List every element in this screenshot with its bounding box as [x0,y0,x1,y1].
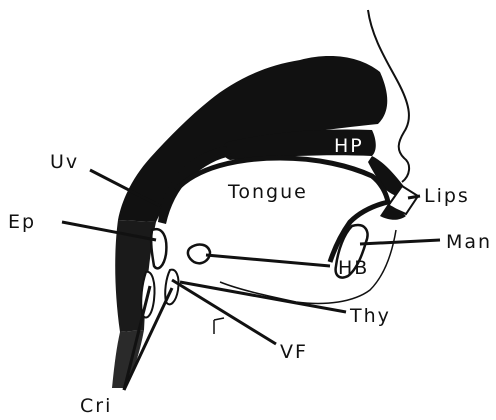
label-mandible: Man [446,231,492,253]
label-tongue: Tongue [227,181,308,203]
label-lips: Lips [424,185,470,207]
label-hard-palate: HP [334,135,364,157]
neck-mark [214,318,224,334]
label-uvula: Uv [50,151,79,173]
label-thyroid: Thy [349,305,391,327]
label-hyoid-bone: HB [338,257,369,279]
leader-man [360,240,440,244]
label-cricoid: Cri [80,395,112,417]
chin-line [220,230,396,304]
leader-lips [408,196,420,198]
label-epiglottis: Ep [8,211,36,233]
label-vocal-folds: VF [280,341,308,363]
leader-hb [206,255,330,266]
leader-thy [180,282,346,312]
epiglottis [151,229,166,268]
